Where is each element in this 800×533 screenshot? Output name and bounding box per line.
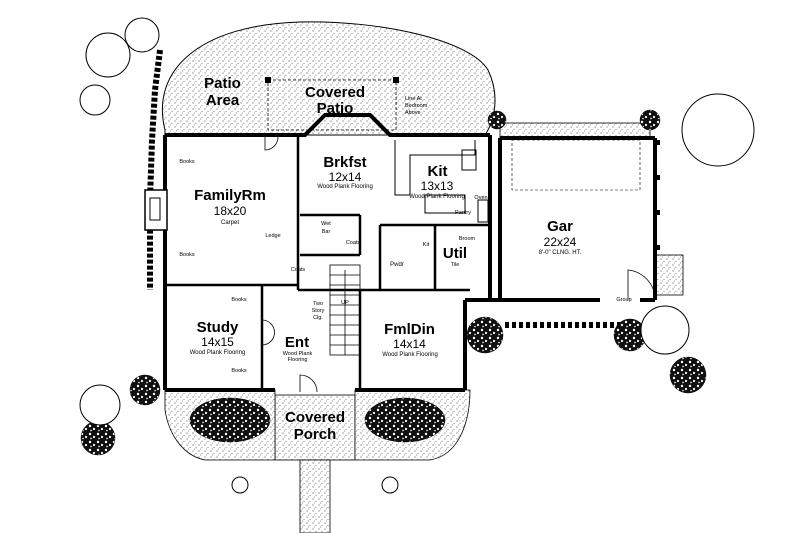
coats-label-1: Coats xyxy=(345,240,361,246)
books-label-4: Books xyxy=(231,368,247,374)
breakfast-floor: Wood Plank Flooring xyxy=(317,184,373,190)
garage-size: 22x24 xyxy=(543,235,577,249)
broom-label: Broom xyxy=(458,236,476,242)
two-story-label-2: Story xyxy=(311,308,325,314)
breakfast-name: Brkfst xyxy=(323,154,367,171)
covered-patio-label-2: Patio xyxy=(316,100,354,117)
covered-patio-frame xyxy=(267,79,397,131)
garage-name: Gar xyxy=(547,218,573,235)
covered-porch-ground xyxy=(274,394,356,461)
kitchen-counter xyxy=(394,140,489,223)
books-label-1: Books xyxy=(179,159,195,165)
powder-label: Pwdr xyxy=(390,262,404,268)
two-story-label-3: Clg. xyxy=(313,315,323,321)
kitchen-name: Kit xyxy=(427,163,448,180)
coats-label-2: Coats xyxy=(290,267,306,273)
entry-floor: Wood Plank Flooring xyxy=(282,351,313,363)
two-story-label-1: Two xyxy=(312,301,324,307)
family-door-arc xyxy=(264,136,279,151)
covered-porch-label-2: Porch xyxy=(293,426,337,443)
exterior-walls xyxy=(163,113,657,392)
utility-floor: Tile xyxy=(450,262,460,268)
patio-area-label-2: Area xyxy=(205,92,240,109)
line-above-label-1: Line At xyxy=(405,96,422,102)
utility-name: Util xyxy=(442,245,468,262)
kit-small-label: Kit xyxy=(422,242,430,248)
left-hedge xyxy=(147,49,163,290)
front-shrubs xyxy=(80,109,707,456)
study-name: Study xyxy=(196,319,239,336)
pantry-label: Pantry xyxy=(455,210,471,216)
patio-area-label-1: Patio xyxy=(204,75,241,92)
dining-name: FmlDin xyxy=(384,321,435,338)
family-room-floor: Carpet xyxy=(220,220,239,226)
oven-label: Oven xyxy=(474,195,488,201)
line-above-label-3: Above xyxy=(405,110,421,116)
entry-name: Ent xyxy=(284,334,310,351)
study-floor: Wood Plank Flooring xyxy=(189,350,246,356)
family-room-size: 18x20 xyxy=(213,204,247,218)
kitchen-size: 13x13 xyxy=(420,179,454,193)
family-room-name: FamilyRm xyxy=(194,187,266,204)
books-label-3: Books xyxy=(231,297,247,303)
stair-up-label: UP xyxy=(341,300,349,306)
books-label-2: Books xyxy=(179,252,195,258)
patio-area-ground xyxy=(161,21,496,136)
dining-floor: Wood Plank Flooring xyxy=(382,352,438,358)
entry-door-arc xyxy=(299,374,318,393)
study-size: 14x15 xyxy=(201,335,234,349)
garage-walkway xyxy=(499,122,651,139)
stairs xyxy=(329,264,361,356)
breakfast-size: 12x14 xyxy=(328,170,362,184)
ledge-label: Ledge xyxy=(265,233,281,239)
wet-bar-label-2: Bar xyxy=(321,229,331,235)
kitchen-floor: Wood Plank Flooring xyxy=(409,194,465,200)
grout-label: Group xyxy=(616,297,632,303)
dining-size: 14x14 xyxy=(393,337,426,351)
outline-trees xyxy=(79,17,755,494)
fireplace xyxy=(144,189,168,231)
wet-bar-label-1: Wet xyxy=(321,221,331,227)
covered-patio-label-1: Covered xyxy=(304,84,366,101)
front-walkway xyxy=(299,459,331,533)
covered-porch-label-1: Covered xyxy=(284,409,346,426)
line-above-label-2: Bedroom xyxy=(405,103,428,109)
garage-note: 8'-0" CLNG. HT. xyxy=(538,250,582,256)
